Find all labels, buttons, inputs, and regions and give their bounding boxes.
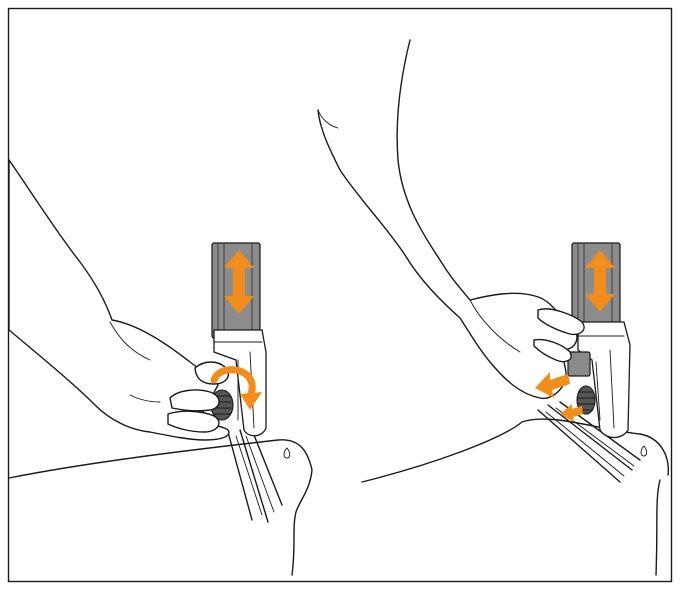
housing-left: [228, 430, 282, 522]
finger-left-1: [170, 390, 219, 411]
surface-drop-right: [656, 480, 660, 575]
housing-rail-left: [236, 436, 274, 515]
drop-mark-right: [641, 446, 647, 456]
panel-right: [318, 40, 668, 575]
drop-mark-left: [284, 448, 290, 458]
panel-left: [9, 160, 312, 575]
surface-line-left: [9, 440, 312, 575]
